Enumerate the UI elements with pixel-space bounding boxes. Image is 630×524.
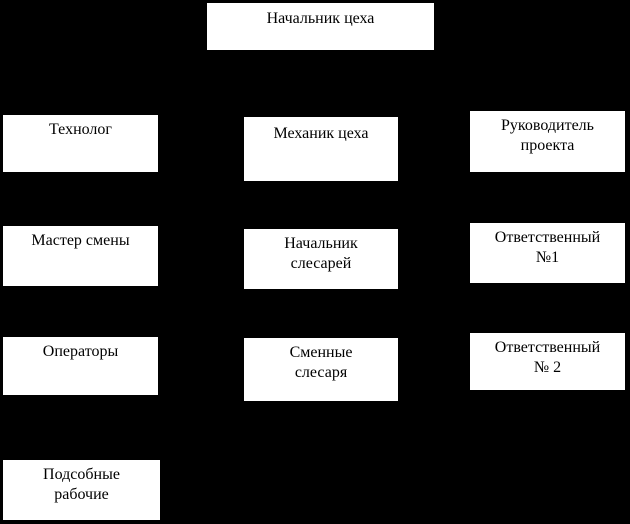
node-auxiliary-workers: Подсобные рабочие [3, 460, 160, 520]
node-technologist: Технолог [3, 115, 158, 172]
node-shop-mechanic: Механик цеха [244, 117, 398, 181]
node-responsible-1: Ответственный №1 [470, 223, 625, 283]
node-fitters-chief: Начальник слесарей [244, 229, 398, 289]
node-project-manager: Руководитель проекта [470, 111, 625, 172]
node-shift-master: Мастер смены [3, 226, 158, 286]
node-shift-fitters: Сменные слесаря [244, 338, 398, 401]
node-shop-chief: Начальник цеха [207, 3, 434, 50]
node-responsible-2: Ответственный № 2 [470, 333, 625, 390]
node-operators: Операторы [3, 337, 158, 395]
